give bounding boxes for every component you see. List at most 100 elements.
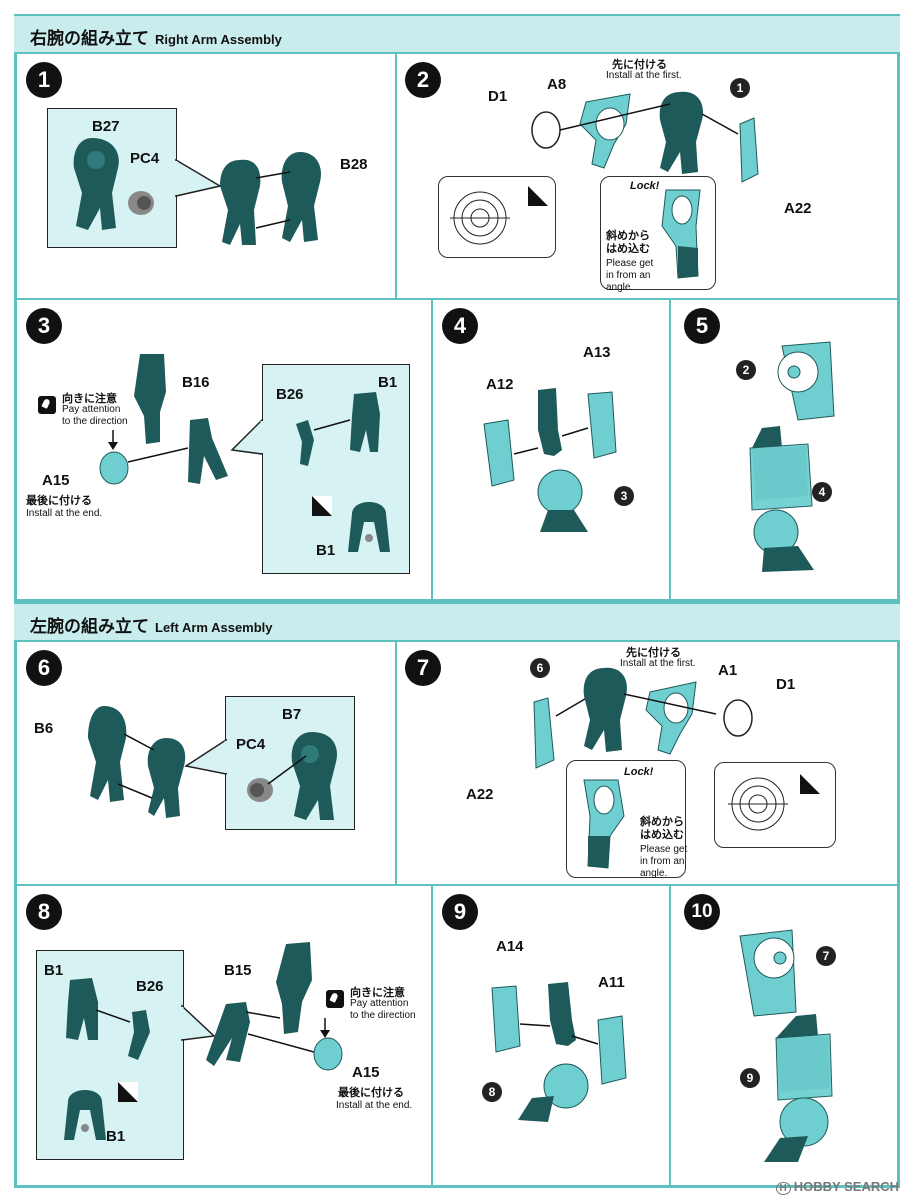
label-b1-bottom: B1 [316, 542, 336, 559]
step8-main-parts [206, 942, 343, 1071]
step8-callout-parts [66, 978, 150, 1060]
label-a22: A22 [784, 200, 812, 217]
label-a13: A13 [583, 344, 611, 361]
label-a22-left: A22 [466, 786, 494, 803]
step-number-7: 7 [405, 650, 441, 686]
step-number-8: 8 [26, 894, 62, 930]
label-d1-left: D1 [776, 676, 796, 693]
step8-install-last-en: Install at the end. [336, 1100, 413, 1111]
panel-step-8 [17, 886, 433, 1186]
panel-step-4 [433, 300, 671, 600]
step-number-2: 2 [405, 62, 441, 98]
label-a1: A1 [718, 662, 738, 679]
step3-callout-pointer [230, 418, 264, 455]
right-arm-title-jp: 右腕の組み立て [30, 29, 149, 48]
label-a8: A8 [547, 76, 567, 93]
step7-lock-drawing [583, 779, 625, 869]
step10-ref-7: 7 [816, 946, 836, 966]
left-arm-title-jp: 左腕の組み立て [30, 617, 149, 636]
watermark-text: HOBBY SEARCH [793, 1179, 899, 1194]
step5-ref-4: 4 [812, 482, 832, 502]
step7-tilt-jp: 斜めからはめ込む [640, 816, 684, 841]
label-b15: B15 [224, 962, 252, 979]
label-a11: A11 [598, 974, 625, 991]
step2-nub-icon [528, 186, 548, 206]
step3-install-last-en: Install at the end. [26, 508, 103, 519]
step7-d1-detail-drawing [728, 777, 788, 831]
left-arm-header: 左腕の組み立て Left Arm Assembly [14, 604, 900, 642]
step2-parts [531, 91, 759, 183]
label-b1-top: B1 [378, 374, 398, 391]
step1-callout-pointer [174, 158, 223, 197]
step-number-10: 10 [684, 894, 720, 930]
left-arm-title-en: Left Arm Assembly [155, 620, 273, 635]
step8-install-last-jp: 最後に付ける [338, 1087, 404, 1099]
step5-ref-2: 2 [736, 360, 756, 380]
step2-lock-text: Lock! [630, 180, 660, 192]
step6-callout-parts [247, 732, 337, 820]
step7-install-first-en: Install at the first. [620, 658, 696, 669]
step4-parts [483, 388, 617, 532]
part-b1-bottom-shape [348, 502, 390, 552]
step3-nub-icon [312, 496, 332, 516]
step7-lock-text: Lock! [624, 766, 654, 778]
step3-install-last-jp: 最後に付ける [26, 495, 92, 507]
part-b16-shape [134, 354, 166, 444]
step2-tilt-jp: 斜めからはめ込む [606, 230, 650, 255]
label-pc4: PC4 [130, 150, 160, 167]
label-b6: B6 [34, 720, 54, 737]
step9-parts [491, 982, 627, 1122]
step2-d1-detail-drawing [450, 191, 510, 245]
label-a14: A14 [496, 938, 524, 955]
step3-attention-jp: 向きに注意 [62, 393, 117, 405]
step6-callout-pointer [184, 738, 228, 775]
step3-direction-arrow [108, 430, 118, 450]
step7-parts [533, 667, 753, 769]
panel-step-7 [397, 642, 897, 886]
step8-callout-pointer [180, 1004, 216, 1041]
step8-attention-jp: 向きに注意 [350, 987, 405, 999]
step8-nub-icon [118, 1082, 138, 1102]
step-number-3: 3 [26, 308, 62, 344]
step2-ref-1: 1 [730, 78, 750, 98]
panel-step-9 [433, 886, 671, 1186]
label-d1: D1 [488, 88, 508, 105]
step8-direction-arrow [320, 1018, 330, 1038]
label-b26: B26 [276, 386, 304, 403]
step-number-5: 5 [684, 308, 720, 344]
right-arm-frame [14, 14, 900, 602]
step-number-9: 9 [442, 894, 478, 930]
panel-step-6 [17, 642, 397, 886]
step2-install-first-en: Install at the first. [606, 70, 682, 81]
label-b7: B7 [282, 706, 302, 723]
part-b1-bottom-left-shape [64, 1090, 106, 1140]
label-a15: A15 [42, 472, 70, 489]
step10-ref-9: 9 [740, 1068, 760, 1088]
left-arm-frame [14, 602, 900, 1188]
panel-step-3 [17, 300, 433, 600]
label-a12: A12 [486, 376, 514, 393]
step9-ref-8: 8 [482, 1082, 502, 1102]
attention-icon [38, 396, 56, 414]
step6-main-parts [88, 706, 186, 818]
watermark-mark: H [775, 1182, 791, 1195]
panel-step-1 [17, 54, 397, 300]
step8-callout [36, 950, 184, 1160]
step-number-1: 1 [26, 62, 62, 98]
step2-install-first-jp: 先に付ける [612, 59, 667, 71]
step2-lock-drawing [661, 189, 701, 279]
step-number-4: 4 [442, 308, 478, 344]
attention-icon-left [326, 990, 344, 1008]
step3-main-parts [99, 418, 228, 485]
right-arm-header: 右腕の組み立て Right Arm Assembly [14, 16, 900, 54]
step7-install-first-jp: 先に付ける [626, 647, 681, 659]
label-pc4-left: PC4 [236, 736, 266, 753]
part-pc4-shape [128, 191, 154, 215]
right-arm-title-en: Right Arm Assembly [155, 32, 282, 47]
step1-main-parts [220, 152, 322, 245]
label-b1-bottom-left: B1 [106, 1128, 126, 1145]
